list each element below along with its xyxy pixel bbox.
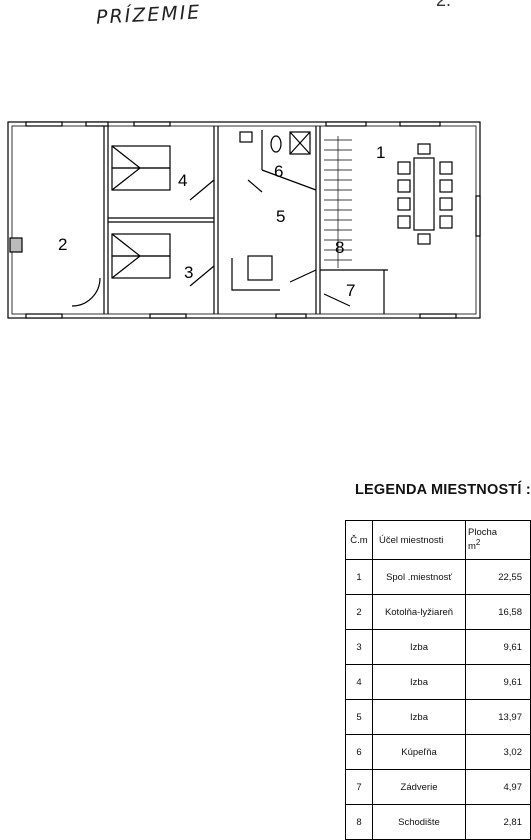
room-number: 3 [184,263,193,282]
row-purpose: Izba [372,699,466,735]
row-purpose: Spol .miestnosť [372,559,466,595]
window [25,121,63,127]
row-number: 8 [345,804,373,840]
wall [261,169,317,191]
window [133,121,171,127]
legend-header-row: Č.m Účel miestnosti Plocha m2 [345,520,531,560]
room-number: 8 [335,238,344,257]
row-number: 1 [345,559,373,595]
row-number: 7 [345,769,373,805]
row-area: 9,61 [465,629,531,665]
row-number: 3 [345,629,373,665]
row-area: 3,02 [465,734,531,770]
header-area-exp: 2 [475,537,481,547]
header-number: Č.m [345,520,373,560]
row-area: 13,97 [465,699,531,735]
row-purpose: Kotolňa-lyžiareň [372,594,466,630]
floor-plan: 1 2 3 4 5 6 7 8 [7,121,481,319]
bed [111,255,171,279]
chair [397,197,411,211]
row-purpose: Izba [372,664,466,700]
row-number: 5 [345,699,373,735]
row-area: 16,58 [465,594,531,630]
toilet [270,135,282,153]
door-swing [71,277,101,307]
bed [111,233,171,257]
window [475,195,481,237]
door-swing [247,179,263,193]
window [149,313,187,319]
row-area: 2,81 [465,804,531,840]
room-number: 1 [376,143,385,162]
window [85,121,109,127]
chair [397,161,411,175]
door-swing [189,179,215,201]
window [399,121,441,127]
chair [417,233,431,245]
window [325,121,367,127]
shower [289,131,311,155]
room-number: 5 [276,207,285,226]
chimney [9,237,23,253]
chair [439,161,453,175]
row-number: 6 [345,734,373,770]
floor-title: PRÍZEMIE [95,1,202,29]
chair [397,215,411,229]
room-number: 7 [346,281,355,300]
chair [439,215,453,229]
chair [397,179,411,193]
sink [239,131,253,143]
window [419,313,457,319]
row-area: 9,61 [465,664,531,700]
chair [439,179,453,193]
row-number: 4 [345,664,373,700]
outer-wall [7,121,481,319]
door-swing [323,293,351,307]
bed [111,167,171,191]
header-area: Plocha m2 [465,520,531,560]
header-area-unit: m [468,541,476,553]
room-number: 6 [274,162,283,181]
window [25,313,63,319]
legend-title: LEGENDA MIESTNOSTÍ : [355,482,531,498]
bed [111,145,171,169]
row-number: 2 [345,594,373,630]
door-swing [289,269,317,283]
row-area: 4,97 [465,769,531,805]
table [413,157,435,231]
header-purpose: Účel miestnosti [372,520,466,560]
chair [439,197,453,211]
room-number: 2 [58,235,67,254]
header-area-label: Plocha [468,526,498,538]
window [275,313,307,319]
row-area: 22,55 [465,559,531,595]
row-purpose: Kúpeľňa [372,734,466,770]
stove [247,255,273,281]
chair [417,143,431,155]
row-purpose: Izba [372,629,466,665]
door-swing [189,265,215,287]
staircase [324,136,352,268]
row-purpose: Schodište [372,804,466,840]
room-number: 4 [178,171,187,190]
row-purpose: Zádverie [372,769,466,805]
corner-mark: 2. [436,0,452,10]
